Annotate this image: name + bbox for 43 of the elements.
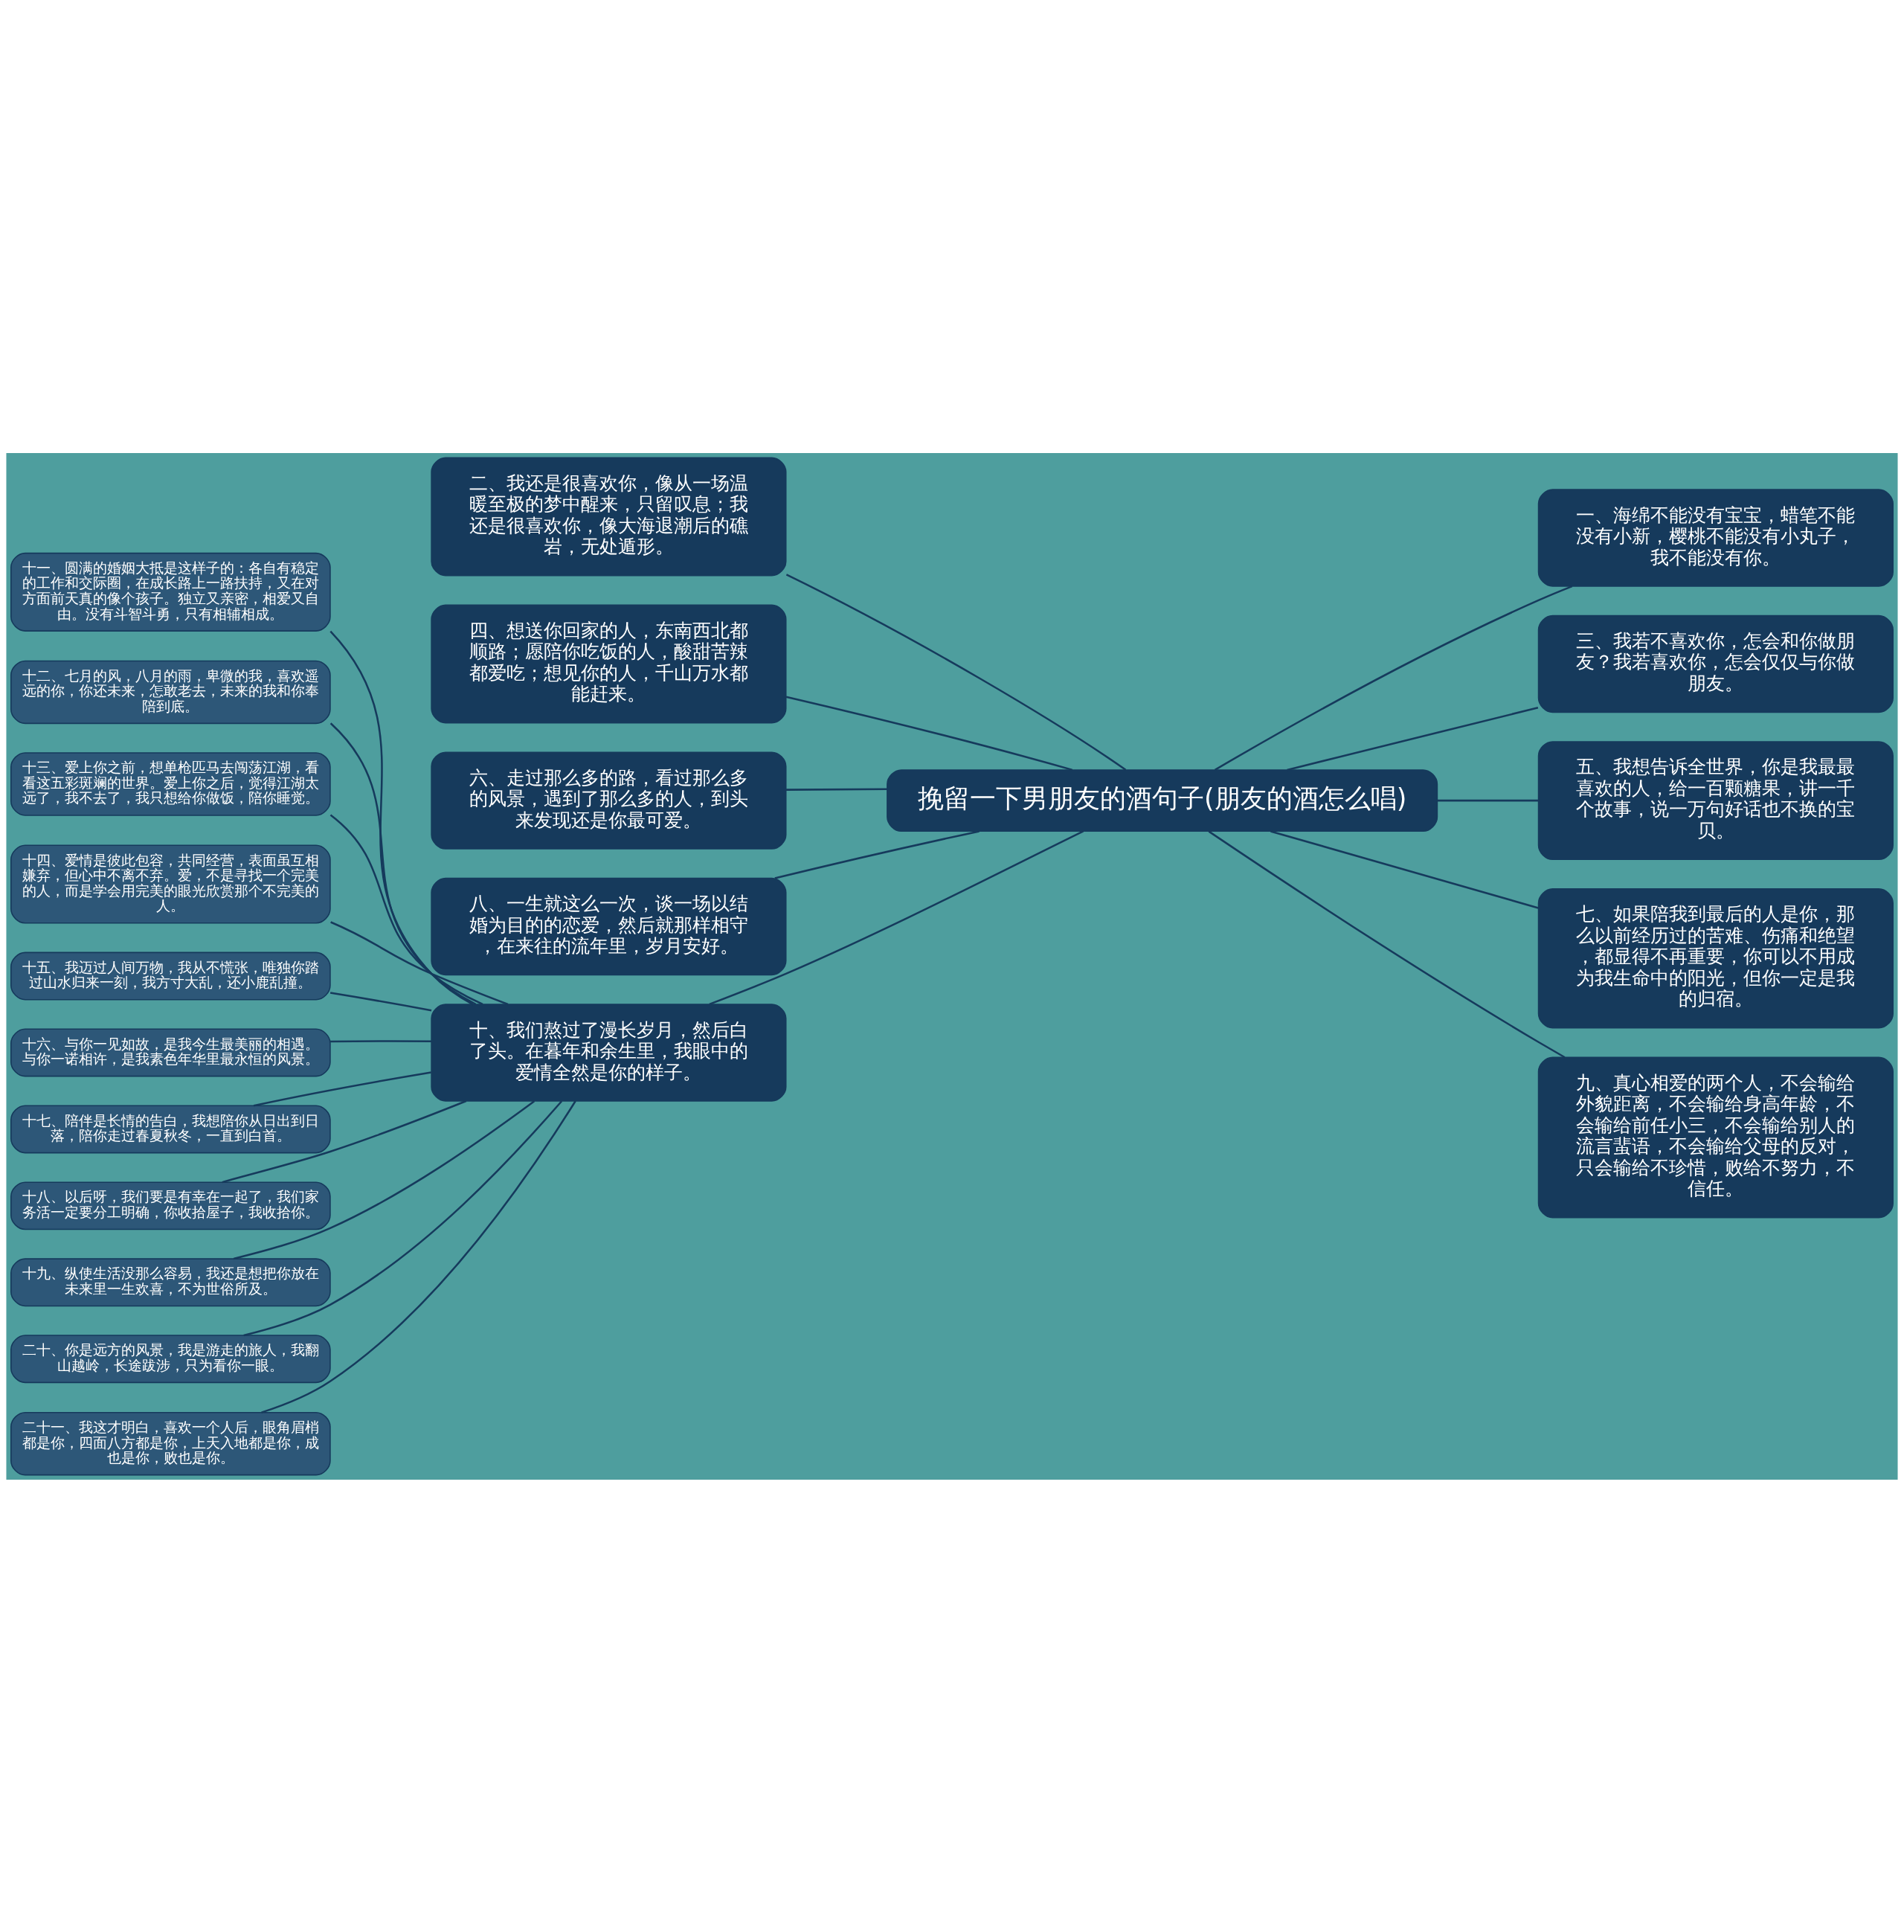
connector (233, 1100, 536, 1259)
node-box: 十二、七月的风，八月的雨，卑微的我，喜欢遥远的你，你还未来，怎敢老去，未来的我和你奉陪到底。 (10, 660, 331, 724)
node-box: 五、我想告诉全世界，你是我最最喜欢的人，给一百颗糖果，讲一千个故事，说一万句好话也不换的宝贝。 (1537, 740, 1894, 860)
connector (330, 920, 509, 1005)
node-box: 十四、爱情是彼此包容，共同经营，表面虽互相嫌弃，但心中不离不弃。爱，不是寻找一个完美的人，而是学会用完美的眼光欣赏那个不完美的人。 (10, 844, 331, 924)
connector (222, 1100, 467, 1183)
node-box: 三、我若不喜欢你，怎会和你做朋友？我若喜欢你，怎会仅仅与你做朋友。 (1537, 614, 1894, 713)
node-box: 一、海绵不能没有宝宝，蜡笔不能没有小新，樱桃不能没有小丸子，我不能没有你。 (1537, 488, 1894, 587)
connector (1437, 799, 1539, 801)
node-box: 六、走过那么多的路，看过那么多的风景，遇到了那么多的人，到头来发现还是你最可爱。 (431, 751, 787, 850)
connector (329, 630, 474, 1005)
node-box: 十六、与你一见如故，是我今生最美丽的相遇。与你一诺相许，是我素色年华里最永恒的风景。 (10, 1028, 331, 1076)
connector (709, 829, 1084, 1005)
node-box: 十八、以后呀，我们要是有幸在一起了，我们家务活一定要分工明确，你收拾屋子，我收拾你。 (10, 1181, 331, 1230)
connector (330, 1039, 432, 1042)
connector (785, 695, 1073, 771)
connector (261, 1100, 576, 1413)
connector (329, 991, 432, 1011)
node-box: 八、一生就这么一次，谈一场以结婚为目的的恋爱，然后就那样相守，在来往的流年里，岁月安好。 (431, 877, 787, 975)
node-box: 十七、陪伴是长情的告白，我想陪你从日出到日落，陪你走过春夏秋冬，一直到白首。 (10, 1104, 331, 1153)
node-box: 挽留一下男朋友的酒句子(朋友的酒怎么唱) (887, 768, 1438, 832)
node-box: 二十一、我这才明白，喜欢一个人后，眼角眉梢都是你，四面八方都是你，上天入地都是你，成也是你，败也是你。 (10, 1411, 331, 1475)
node-box: 十九、纵使生活没那么容易，我还是想把你放在未来里一生欢喜，不为世俗所及。 (10, 1257, 331, 1306)
node-box: 十、我们熬过了漫长岁月，然后白了头。在暮年和余生里，我眼中的爱情全然是你的样子。 (431, 1003, 787, 1102)
connector (786, 787, 887, 791)
node-box: 十五、我迈过人间万物，我从不慌张，唯独你踏过山水归来一刻，我方寸大乱，还小鹿乱撞。 (10, 951, 331, 1000)
connector (243, 1100, 563, 1336)
node-box: 十一、圆满的婚姻大抵是这样子的：各自有稳定的工作和交际圈，在成长路上一路扶持，又在对方面前天真的像个孩子。独立又亲密，相爱又自由。没有斗智斗勇，只有相辅相成。 (10, 552, 331, 632)
connector (329, 722, 477, 1005)
connector (1287, 706, 1539, 771)
node-box: 二、我还是很喜欢你，像从一场温暖至极的梦中醒来，只留叹息；我还是很喜欢你，像大海退潮后的礁岩，无处遁形。 (431, 457, 787, 576)
connector (253, 1071, 431, 1106)
connector (1270, 829, 1539, 909)
connector (1208, 830, 1566, 1058)
connector (329, 814, 483, 1005)
connector (1214, 585, 1573, 771)
node-box: 七、如果陪我到最后的人是你，那么以前经历过的苦难、伤痛和绝望，都显得不再重要，你可以不用成为我生命中的阳光，但你一定是我的归宿。 (1537, 888, 1894, 1029)
node-box: 九、真心相爱的两个人，不会输给外貌距离，不会输给身高年龄，不会输给前任小三，不会输给别人的流言蜚语，不会输给父母的反对，只会输给不珍惜，败给不努力，不信任。 (1537, 1056, 1894, 1218)
node-box: 十三、爱上你之前，想单枪匹马去闯荡江湖，看看这五彩斑斓的世界。爱上你之后，觉得江湖太远了，我不去了，我只想给你做饭，陪你睡觉。 (10, 751, 331, 816)
connector (785, 573, 1127, 771)
node-box: 四、想送你回家的人，东南西北都顺路；愿陪你吃饭的人，酸甜苦辣都爱吃；想见你的人，千山万水都能赶来。 (431, 604, 787, 723)
node-box: 二十、你是远方的风景，我是游走的旅人，我翻山越岭，长途跋涉，只为看你一眼。 (10, 1334, 331, 1383)
connector (774, 829, 980, 879)
